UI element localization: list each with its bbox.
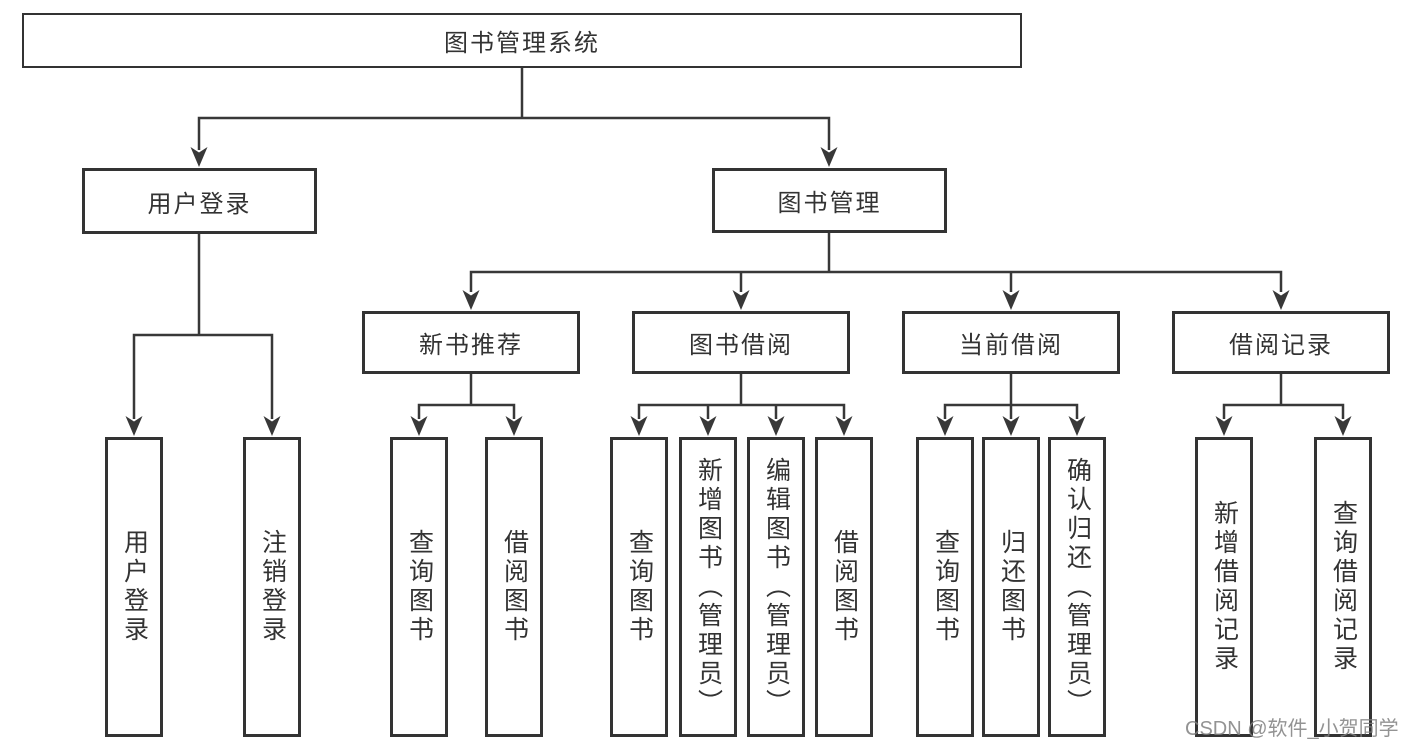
node-current-borrowing-label: 当前借阅	[959, 332, 1063, 359]
leaf-borrow-book-borrowing: 借阅图书	[815, 437, 873, 737]
leaf-borrow-book-recommend-label: 借阅图书	[500, 529, 529, 645]
leaf-query-book-borrowing-label: 查询图书	[625, 529, 654, 645]
leaf-edit-book-admin-label: 编辑图书（管理员）	[762, 456, 791, 718]
leaf-user-login: 用户登录	[105, 437, 163, 737]
leaf-return-book: 归还图书	[982, 437, 1040, 737]
arrowheads	[125, 147, 1352, 436]
node-library-system: 图书管理系统	[22, 13, 1022, 68]
leaf-logout: 注销登录	[243, 437, 301, 737]
leaf-query-book-borrowing: 查询图书	[610, 437, 668, 737]
node-borrowing-records: 借阅记录	[1172, 311, 1390, 374]
node-borrowing-records-label: 借阅记录	[1229, 332, 1333, 359]
leaf-logout-label: 注销登录	[258, 529, 287, 645]
leaf-query-book-recommend: 查询图书	[390, 437, 448, 737]
node-book-borrowing: 图书借阅	[632, 311, 850, 374]
node-book-management: 图书管理	[712, 168, 947, 233]
leaf-add-book-admin-label: 新增图书（管理员）	[694, 456, 723, 718]
leaf-query-borrow-record-label: 查询借阅记录	[1329, 500, 1358, 674]
node-library-system-label: 图书管理系统	[444, 30, 600, 57]
leaf-add-book-admin: 新增图书（管理员）	[679, 437, 737, 737]
node-user-login: 用户登录	[82, 168, 317, 234]
leaf-query-book-current-label: 查询图书	[931, 529, 960, 645]
leaf-edit-book-admin: 编辑图书（管理员）	[747, 437, 805, 737]
node-book-borrowing-label: 图书借阅	[689, 332, 793, 359]
leaf-add-borrow-record-label: 新增借阅记录	[1210, 500, 1239, 674]
node-book-management-label: 图书管理	[777, 190, 882, 217]
leaf-user-login-label: 用户登录	[120, 529, 149, 645]
node-new-book-recommend: 新书推荐	[362, 311, 580, 374]
node-user-login-label: 用户登录	[147, 190, 252, 218]
leaf-borrow-book-recommend: 借阅图书	[485, 437, 543, 737]
leaf-query-book-recommend-label: 查询图书	[405, 529, 434, 645]
leaf-return-book-label: 归还图书	[997, 529, 1026, 645]
node-current-borrowing: 当前借阅	[902, 311, 1120, 374]
leaf-confirm-return-admin: 确认归还（管理员）	[1048, 437, 1106, 737]
leaf-add-borrow-record: 新增借阅记录	[1195, 437, 1253, 737]
leaf-query-book-current: 查询图书	[916, 437, 974, 737]
node-new-book-recommend-label: 新书推荐	[419, 332, 523, 359]
leaf-query-borrow-record: 查询借阅记录	[1314, 437, 1372, 737]
leaf-confirm-return-admin-label: 确认归还（管理员）	[1063, 456, 1092, 718]
csdn-watermark: CSDN @软件_小贺同学	[1185, 718, 1399, 740]
leaf-borrow-book-borrowing-label: 借阅图书	[830, 529, 859, 645]
